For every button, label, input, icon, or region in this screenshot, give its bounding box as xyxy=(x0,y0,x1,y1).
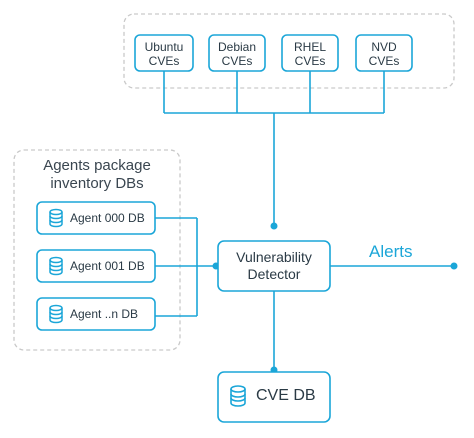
agent-n-label: Agent ..n DB xyxy=(70,307,139,321)
source-type: CVEs xyxy=(148,54,180,68)
agent-n-box xyxy=(36,297,156,331)
source-name: Ubuntu xyxy=(144,40,184,54)
source-type: CVEs xyxy=(368,54,400,68)
agent-connectors xyxy=(155,217,218,317)
debian-cves-label: Debian CVEs xyxy=(209,40,265,68)
source-name: Debian xyxy=(217,40,257,54)
database-icon xyxy=(230,385,246,407)
source-type: CVEs xyxy=(221,54,253,68)
alerts-endpoint-dot xyxy=(450,262,458,270)
nvd-cves-label: NVD CVEs xyxy=(356,40,412,68)
agents-title-line2: inventory DBs xyxy=(50,175,144,192)
database-icon xyxy=(49,256,63,276)
agents-group xyxy=(13,149,181,351)
agents-group-title: Agents package inventory DBs xyxy=(24,157,170,193)
agents-title-line1: Agents package xyxy=(43,157,151,174)
agent-000-label: Agent 000 DB xyxy=(70,211,145,225)
detector-line1: Vulnerability xyxy=(236,249,312,265)
database-icon xyxy=(49,304,63,324)
vulnerability-detector-label: Vulnerability Detector xyxy=(218,249,330,283)
agent-001-label: Agent 001 DB xyxy=(70,259,145,273)
source-name: NVD xyxy=(371,40,397,54)
cve-db-label: CVE DB xyxy=(256,387,316,404)
cve-connectors xyxy=(163,71,385,228)
cve-db-box xyxy=(217,371,331,423)
junction-dot xyxy=(270,222,278,230)
alerts-label: Alerts xyxy=(369,242,413,261)
database-icon xyxy=(49,208,63,228)
cve-sources-group xyxy=(123,13,455,89)
source-type: CVEs xyxy=(294,54,326,68)
rhel-cves-label: RHEL CVEs xyxy=(282,40,338,68)
detector-line2: Detector xyxy=(247,266,301,282)
ubuntu-cves-label: Ubuntu CVEs xyxy=(135,40,193,68)
source-name: RHEL xyxy=(293,40,326,54)
